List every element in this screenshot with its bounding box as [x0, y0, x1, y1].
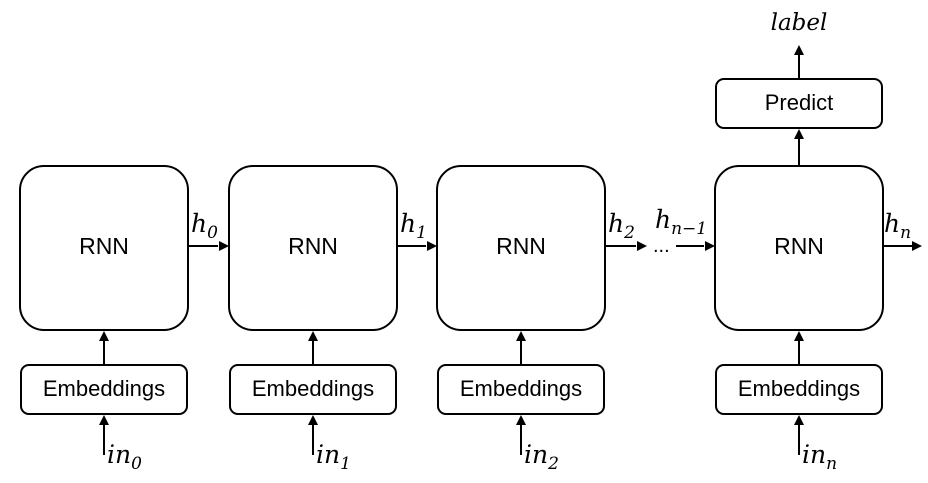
- hidden-arrowhead-2: [637, 241, 647, 251]
- emb-to-rnn-arrowhead-2: [516, 331, 526, 341]
- input-arrowhead-1: [308, 415, 318, 425]
- rnn-label-0: RNN: [79, 233, 129, 259]
- embeddings-label-1: Embeddings: [252, 376, 374, 401]
- rnn-block-n: RNN Embeddings inn Predict label: [714, 10, 884, 474]
- rnn-box-2: [436, 165, 606, 331]
- hidden-label-n: hn: [884, 209, 911, 243]
- hidden-label-0: h0: [191, 209, 218, 243]
- rnn-block-0: RNN Embeddings in0: [19, 165, 189, 474]
- embeddings-label-2: Embeddings: [460, 376, 582, 401]
- emb-to-rnn-arrowhead-n: [794, 331, 804, 341]
- ellipsis: ...: [653, 235, 670, 257]
- input-subscript-0: 0: [131, 454, 142, 474]
- input-arrowhead-2: [516, 415, 526, 425]
- rnn-label-n: RNN: [774, 233, 824, 259]
- hidden-state-arrows: h0 h1 h2 ... hn−1 hn: [188, 205, 922, 257]
- hidden-base-0: h: [191, 209, 207, 238]
- hidden-subscript-0: 0: [207, 223, 218, 243]
- hidden-base-2: h: [608, 209, 624, 238]
- embeddings-label-n: Embeddings: [738, 376, 860, 401]
- rnn-block-2: RNN Embeddings in2: [436, 165, 606, 474]
- input-label-1: in1: [316, 440, 351, 474]
- rnn-label-1: RNN: [288, 233, 338, 259]
- input-base-1: in: [316, 440, 340, 469]
- input-base-2: in: [524, 440, 548, 469]
- emb-to-rnn-arrowhead-1: [308, 331, 318, 341]
- hidden-subscript-n: n: [900, 223, 911, 243]
- hidden-label-2: h2: [608, 209, 635, 243]
- rnn-box-1: [228, 165, 398, 331]
- rnn-box-0: [19, 165, 189, 331]
- input-subscript-2: 2: [547, 454, 559, 474]
- hidden-subscript-1: 1: [416, 223, 427, 243]
- hidden-base-n-minus-1: h: [655, 205, 671, 234]
- emb-to-rnn-arrowhead-0: [99, 331, 109, 341]
- predict-label: Predict: [765, 90, 833, 115]
- embeddings-label-0: Embeddings: [43, 376, 165, 401]
- input-label-0: in0: [107, 440, 142, 474]
- input-label-n: inn: [802, 440, 837, 474]
- predict-to-label-arrowhead: [794, 45, 804, 55]
- hidden-label-n-minus-1: hn−1: [655, 205, 707, 239]
- input-subscript-n: n: [826, 454, 837, 474]
- hidden-arrowhead-0: [219, 241, 229, 251]
- hidden-subscript-n-minus-1: n−1: [671, 219, 707, 239]
- hidden-base-1: h: [400, 209, 416, 238]
- output-label: label: [771, 10, 828, 36]
- rnn-block-1: RNN Embeddings in1: [228, 165, 398, 474]
- rnn-to-predict-arrowhead: [794, 129, 804, 139]
- input-label-2: in2: [524, 440, 559, 474]
- hidden-arrowhead-n-minus-1: [705, 241, 715, 251]
- input-arrowhead-n: [794, 415, 804, 425]
- input-subscript-1: 1: [340, 454, 351, 474]
- hidden-arrowhead-n: [912, 241, 922, 251]
- rnn-label-2: RNN: [496, 233, 546, 259]
- input-base-n: in: [802, 440, 826, 469]
- hidden-subscript-2: 2: [623, 223, 635, 243]
- hidden-arrowhead-1: [427, 241, 437, 251]
- hidden-base-n: h: [884, 209, 900, 238]
- input-arrowhead-0: [99, 415, 109, 425]
- hidden-label-1: h1: [400, 209, 427, 243]
- input-base-0: in: [107, 440, 131, 469]
